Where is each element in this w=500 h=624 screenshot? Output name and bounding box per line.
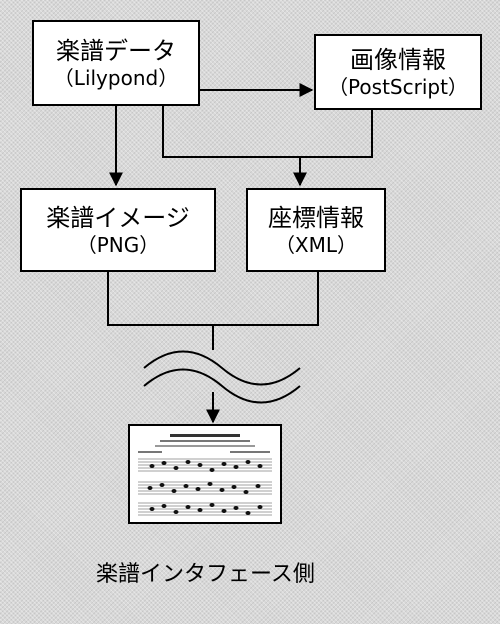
interface-side-caption: 楽譜インタフェース側 xyxy=(96,562,315,587)
coord-info-box: 座標情報 （XML） xyxy=(246,188,386,272)
image-info-format: （PostScript） xyxy=(328,74,468,99)
transmission-wave-top xyxy=(143,350,301,386)
image-info-box: 画像情報 （PostScript） xyxy=(314,34,482,110)
score-image-format: （PNG） xyxy=(76,232,160,257)
transmission-wave-bottom xyxy=(143,368,301,404)
merge-connector xyxy=(107,272,319,326)
score-data-title: 楽譜データ xyxy=(56,36,176,65)
score-image-title: 楽譜イメージ xyxy=(46,203,190,232)
score-data-format: （Lilypond） xyxy=(53,65,179,90)
image-info-title: 画像情報 xyxy=(350,45,446,74)
coord-info-format: （XML） xyxy=(274,232,358,257)
sheet-music-graphic xyxy=(138,434,272,516)
score-data-box: 楽譜データ （Lilypond） xyxy=(32,20,200,106)
connector-score-data-to-bottom xyxy=(162,106,300,158)
connector-image-info-to-bottom xyxy=(300,110,373,158)
score-thumbnail xyxy=(128,424,282,524)
coord-info-title: 座標情報 xyxy=(268,203,364,232)
score-image-box: 楽譜イメージ （PNG） xyxy=(20,188,216,272)
